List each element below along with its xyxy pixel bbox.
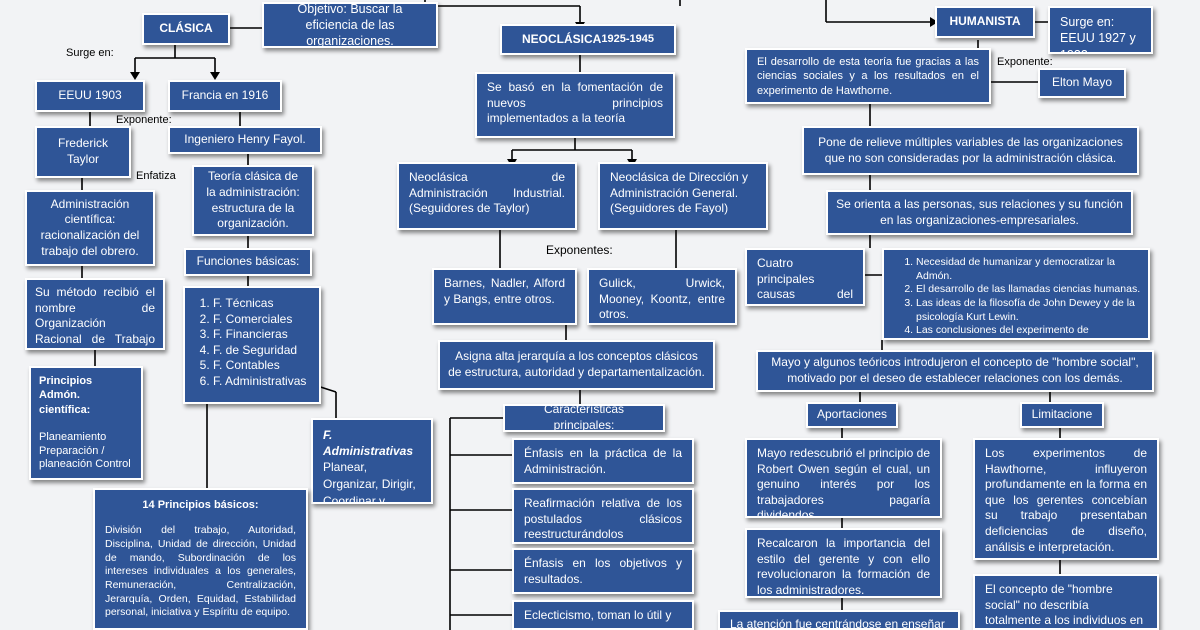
p14-title: 14 Principios básicos: [142,499,259,511]
humanista-exponente-label: Exponente: [997,56,1053,68]
clasica-adm-cientifica: Administración científica: racionalizaci… [25,190,155,266]
neoclasica-exponentes-label: Exponentes: [546,243,613,257]
caracteristica-item: Énfasis en la práctica de la Administrac… [512,438,694,484]
humanista-causas-title: Cuatro principales causas del surgimient… [745,248,865,306]
clasica-eeuu: EEUU 1903 [35,80,145,112]
humanista-aport1: Mayo redescubrió el principio de Robert … [745,438,942,518]
clasica-surge-label: Surge en: [66,47,114,59]
humanista-aport3: La atención fue centrándose en enseñar [718,610,960,630]
neoclasica-years: 1925-1945 [601,33,654,46]
neoclasica-caracteristicas-title: Características principales: [503,404,665,432]
humanista-surge: Surge en: EEUU 1927 y 1932 [1048,6,1153,54]
neoclasica-name: NEOCLÁSICA [522,31,602,46]
neoclasica-direccion: Neoclásica de Dirección y Administración… [598,162,768,230]
causa-item: Las conclusiones del experimento de Hawt… [916,324,1142,338]
neoclasica-industrial: Neoclásica de Administración Industrial.… [397,162,577,230]
caracteristica-item: Reafirmación relativa de los postulados … [512,488,694,544]
neoclasica-jerarquia: Asigna alta jerarquía a los conceptos cl… [438,340,715,390]
funcion-item: F. Financieras [213,327,313,343]
causa-item: Las ideas de la filosofía de John Dewey … [916,297,1142,324]
funcion-item: F. Contables [213,358,313,374]
humanista-limit1: Los experimentos de Hawthorne, influyero… [973,438,1159,560]
humanista-desarrollo: El desarrollo de esta teoría fue gracias… [745,48,991,104]
clasica-exponente-label: Exponente: [116,114,172,126]
humanista-aportaciones-title: Aportaciones [806,402,898,428]
humanista-orienta: Se orienta a las personas, sus relacione… [826,190,1133,235]
clasica-enfatiza-label: Enfatiza [136,170,176,182]
humanista-title: HUMANISTA [935,6,1035,38]
causa-item: Necesidad de humanizar y democratizar la… [916,256,1142,283]
p14-text: División del trabajo, Autoridad, Discipl… [105,524,296,619]
clasica-funciones-title: Funciones básicas: [184,248,312,276]
clasica-title: CLÁSICA [142,13,230,45]
humanista-limitaciones-title: Limitacione [1020,402,1104,428]
causa-item: El desarrollo de las llamadas ciencias h… [916,283,1142,297]
neoclasica-base: Se basó en la fomentación de nuevos prin… [475,72,675,138]
clasica-f-adm-box: F. Administrativas Planear, Organizar, D… [311,418,433,504]
humanista-hombre-social: Mayo y algunos teóricos introdujeron el … [756,350,1154,392]
neoclasica-exp-fayol: Gulick, Urwick, Mooney, Koontz, entre ot… [587,268,737,325]
clasica-taylor: Frederick Taylor [35,126,131,178]
humanista-limit2: El concepto de "hombre social" no descri… [973,574,1159,630]
clasica-teoria-clasica: Teoría clásica de la administración: est… [192,165,314,236]
f-adm-title: F. Administrativas [323,428,414,458]
clasica-funciones-box: F. Técnicas F. Comerciales F. Financiera… [183,286,321,404]
principios-title: Principios Admón. científica: [39,375,93,416]
funcion-item: F. Técnicas [213,296,313,312]
clasica-objetivo: Objetivo: Buscar la eficiencia de las or… [262,2,438,48]
funcion-item: F. Administrativas [213,374,313,390]
neoclasica-exp-taylor: Barnes, Nadler, Alford y Bangs, entre ot… [432,268,577,325]
clasica-principios-box: Principios Admón. científica: Planeamien… [29,366,143,480]
humanista-mayo: Elton Mayo [1038,68,1126,98]
caracteristica-item: Eclecticismo, toman lo útil y [512,600,694,630]
humanista-relieve: Pone de relieve múltiples variables de l… [802,126,1139,175]
clasica-14-principios-box: 14 Principios básicos: División del trab… [93,488,308,630]
principios-items: Planeamiento Preparación / planeación Co… [39,430,131,471]
f-adm-text: Planear, Organizar, Dirigir, Coordinar y [323,460,416,504]
humanista-aport2: Recalcaron la importancia del estilo del… [745,528,942,598]
humanista-causas-box: Necesidad de humanizar y democratizar la… [882,248,1150,340]
caracteristica-item: Énfasis en los objetivos y resultados. [512,548,694,594]
funcion-item: F. de Seguridad [213,343,313,359]
funcion-item: F. Comerciales [213,312,313,328]
clasica-fayol: Ingeniero Henry Fayol. [168,126,322,154]
clasica-metodo: Su método recibió el nombre de Organizac… [25,278,165,350]
clasica-francia: Francia en 1916 [168,80,282,112]
